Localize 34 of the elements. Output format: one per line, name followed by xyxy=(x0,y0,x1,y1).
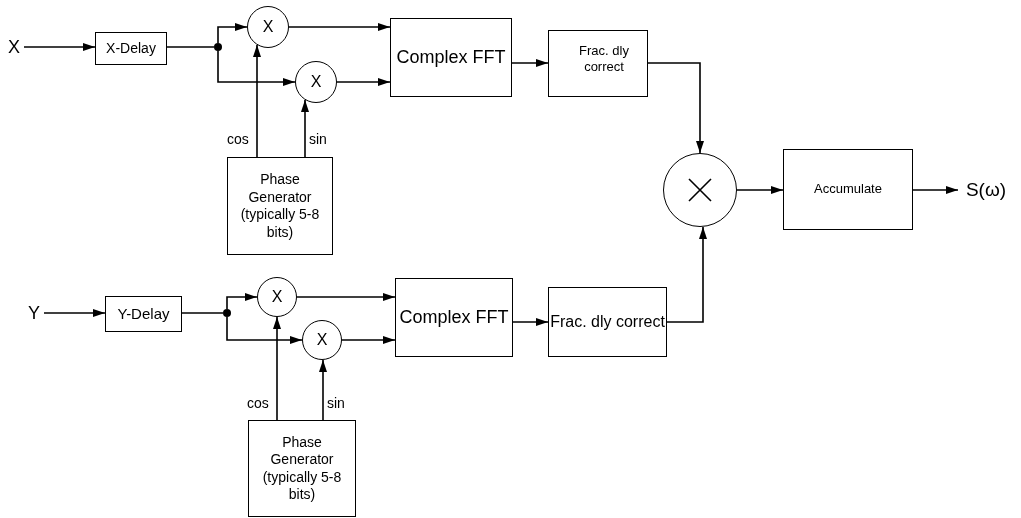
arrow xyxy=(666,226,707,323)
arrow xyxy=(273,316,281,421)
arrow xyxy=(341,336,396,344)
arrow xyxy=(217,23,248,44)
correction-box: Frac. dly correct xyxy=(548,287,667,357)
input-label: X xyxy=(4,35,24,59)
arrow xyxy=(288,23,391,31)
arrow xyxy=(226,316,303,344)
fft-box: Complex FFT xyxy=(390,18,512,97)
generator-box: Phase Generator (typically 5-8 bits) xyxy=(248,420,356,517)
arrow xyxy=(226,293,258,310)
arrow xyxy=(912,186,959,194)
delay-box: X-Delay xyxy=(95,32,167,65)
arrow xyxy=(736,186,784,194)
correction-box: Frac. dly correct xyxy=(548,30,648,97)
fft-box: Complex FFT xyxy=(395,278,513,357)
arrow xyxy=(217,50,296,86)
arrow xyxy=(253,44,261,158)
input-label: Y xyxy=(24,301,44,325)
edge-label: sin xyxy=(326,396,346,410)
arrow xyxy=(511,59,549,67)
arrow xyxy=(296,293,396,301)
delay-box: Y-Delay xyxy=(105,296,182,332)
arrow xyxy=(512,318,549,326)
arrow xyxy=(647,62,704,154)
arrow xyxy=(336,78,391,86)
arrow xyxy=(23,43,96,51)
arrow xyxy=(43,309,106,317)
accumulator-box: Accumulate xyxy=(783,149,913,230)
edge-label: sin xyxy=(308,132,328,146)
arrow xyxy=(319,359,327,421)
arrow xyxy=(301,99,309,158)
output-label: S(ω) xyxy=(958,176,1014,204)
generator-box: Phase Generator (typically 5-8 bits) xyxy=(227,157,333,255)
